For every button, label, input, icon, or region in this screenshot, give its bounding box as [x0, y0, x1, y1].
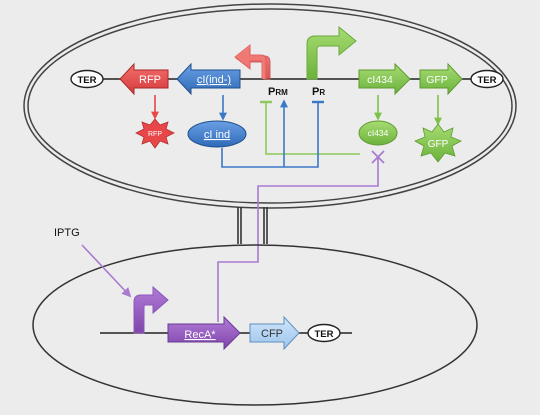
ci434-protein: cI434 — [358, 120, 398, 146]
ter-left: TER — [70, 69, 104, 89]
ter-right: TER — [470, 69, 504, 89]
iptg-label: IPTG — [54, 227, 80, 239]
top-cell-inner-membrane — [27, 8, 513, 204]
ter-right-label: TER — [478, 75, 497, 86]
pr-promoter-arrow — [306, 25, 357, 80]
ci434-gene: cI434 — [358, 62, 411, 96]
ter-left-label: TER — [78, 75, 97, 86]
prm-label-sub: RM — [275, 88, 288, 97]
bottom-cell-membrane — [32, 244, 478, 406]
cell-connector — [237, 207, 268, 244]
ci-ind-gene: cI(ind-) — [176, 62, 241, 96]
ter-bottom-label: TER — [315, 329, 334, 340]
ci-ind-gene-label: cI(ind-) — [197, 74, 231, 86]
pr-label-main: P — [312, 86, 319, 98]
ci434-gene-label: cI434 — [367, 74, 393, 86]
top-cell — [23, 3, 517, 209]
ci-ind-protein: cI ind — [187, 120, 247, 148]
prm-label-main: P — [268, 86, 275, 98]
svg-text:PRM: PRM — [268, 86, 288, 98]
top-cell-outer-membrane — [23, 3, 517, 209]
reca-cleavage-cross-icon — [371, 150, 385, 164]
cfp-gene-label: CFP — [261, 328, 283, 340]
lac-promoter-arrow — [133, 285, 169, 334]
iptg-induction-arrow — [81, 244, 132, 298]
ci434-represses-prm — [265, 103, 360, 155]
ci-ind-protein-label: cI ind — [204, 129, 230, 141]
pr-label-sub: R — [319, 88, 325, 97]
rfp-protein: RFP — [135, 118, 175, 149]
gfp-protein-label: GFP — [428, 139, 449, 150]
reca-gene: RecA* — [167, 315, 241, 351]
ter-bottom: TER — [307, 323, 341, 343]
rfp-protein-label: RFP — [148, 131, 162, 138]
gfp-gene-label: GFP — [426, 74, 448, 86]
reca-cleavage-line — [217, 158, 379, 322]
reca-gene-label: RecA* — [184, 329, 216, 341]
prm-label: PRM — [268, 86, 288, 98]
ci434-protein-label: cI434 — [368, 128, 389, 138]
pr-label: PR — [312, 86, 325, 98]
prm-promoter-arrow — [234, 43, 271, 80]
rfp-gene: RFP — [119, 62, 169, 96]
gfp-gene: GFP — [419, 62, 463, 96]
rfp-gene-label: RFP — [139, 74, 161, 86]
gfp-protein: GFP — [414, 123, 462, 163]
svg-text:PR: PR — [312, 86, 325, 98]
ci-ind-regulation-line — [221, 103, 319, 168]
cfp-gene: CFP — [249, 315, 300, 351]
